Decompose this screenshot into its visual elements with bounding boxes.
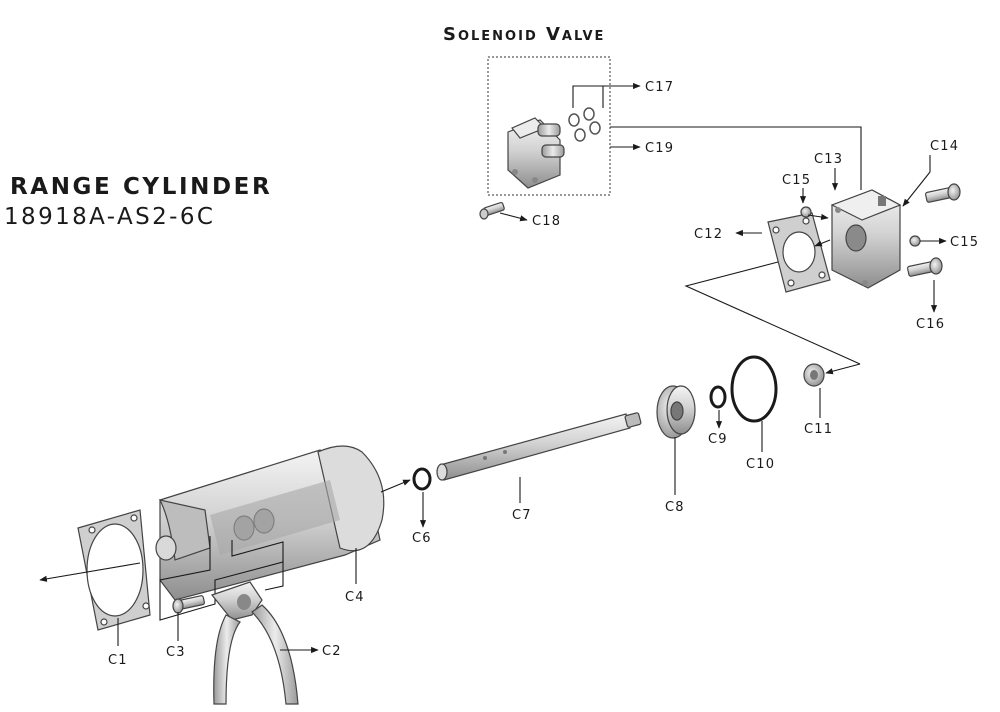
c6-o-ring xyxy=(412,467,432,491)
callout-c12: C12 xyxy=(694,227,723,242)
callout-c4: C4 xyxy=(345,590,365,605)
c14-bolt xyxy=(925,183,961,203)
callout-c17: C17 xyxy=(645,80,674,95)
callout-c7: C7 xyxy=(512,508,532,523)
callout-c15-lower: C15 xyxy=(950,235,979,250)
c8-piston xyxy=(656,385,696,439)
c1-gasket xyxy=(77,509,151,631)
c2-shift-fork xyxy=(210,581,299,705)
c7-piston-rod xyxy=(436,412,642,481)
c15-nut-upper xyxy=(800,206,812,218)
solenoid-valve-title: Solenoid Valve xyxy=(443,24,606,45)
solenoid-valve-boundary xyxy=(487,56,611,196)
callout-c6: C6 xyxy=(412,531,432,546)
diagram-title: RANGE CYLINDER xyxy=(10,174,273,200)
callout-c16: C16 xyxy=(916,317,945,332)
callout-c10: C10 xyxy=(746,457,775,472)
c11-nut xyxy=(803,363,825,387)
callout-c19: C19 xyxy=(645,141,674,156)
callout-c1: C1 xyxy=(108,653,128,668)
c13-valve-housing xyxy=(830,189,902,289)
callout-c9: C9 xyxy=(708,432,728,447)
c3-screw xyxy=(172,595,205,614)
c16-bolt xyxy=(907,257,943,277)
callout-c18: C18 xyxy=(532,214,561,229)
callout-c14: C14 xyxy=(930,139,959,154)
part-number: 18918A-AS2-6C xyxy=(4,204,216,230)
c12-gasket xyxy=(767,212,831,293)
callout-c3: C3 xyxy=(166,645,186,660)
callout-c13: C13 xyxy=(814,152,843,167)
c18-screw xyxy=(479,202,505,220)
solenoid-valve-body xyxy=(507,117,565,189)
c9-o-ring xyxy=(709,385,727,409)
callout-c11: C11 xyxy=(804,422,833,437)
c15-nut-lower xyxy=(909,235,921,247)
callout-c2: C2 xyxy=(322,644,342,659)
c4-cylinder-housing xyxy=(155,445,385,601)
callout-c15-upper: C15 xyxy=(782,173,811,188)
c10-seal-ring xyxy=(730,355,778,423)
callout-c8: C8 xyxy=(665,500,685,515)
solenoid-o-rings xyxy=(568,107,601,142)
